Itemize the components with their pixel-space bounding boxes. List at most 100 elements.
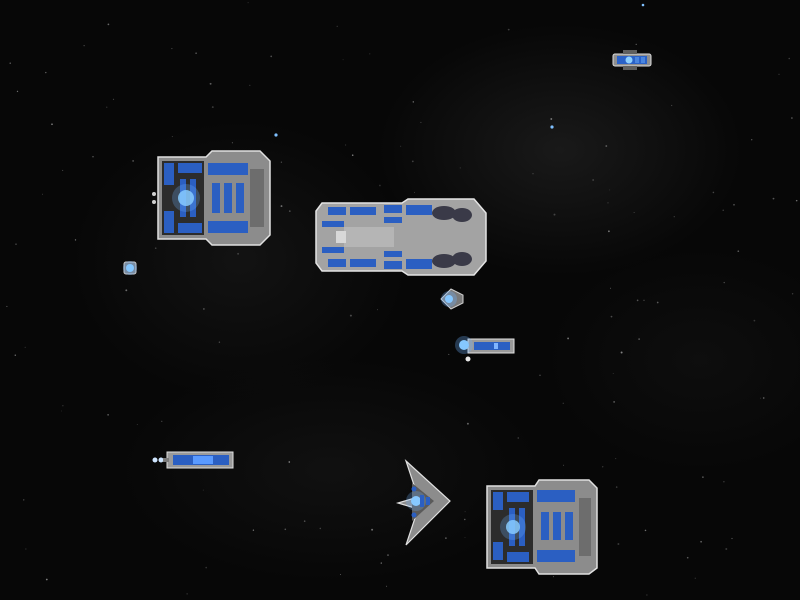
star [464, 537, 466, 539]
star [615, 486, 618, 488]
star [466, 422, 469, 425]
star [371, 528, 374, 531]
star [620, 351, 623, 354]
star [605, 145, 608, 147]
star [252, 529, 255, 531]
star [171, 48, 173, 50]
ship-drone-left[interactable] [120, 259, 140, 277]
ship-fighter-center[interactable] [437, 287, 467, 311]
star [656, 301, 659, 304]
star [517, 437, 519, 439]
ship-frigate-lower-left[interactable] [149, 450, 235, 470]
star [646, 594, 648, 596]
star [610, 315, 613, 318]
star [209, 82, 212, 85]
star [280, 161, 283, 163]
star [638, 338, 640, 340]
star [609, 189, 611, 191]
star [9, 62, 11, 64]
star [563, 464, 565, 466]
star [74, 239, 77, 241]
ship-cruiser-center[interactable] [314, 197, 490, 277]
star [448, 353, 450, 355]
star [270, 55, 273, 58]
star [186, 593, 188, 595]
star [218, 341, 221, 343]
star [16, 90, 19, 93]
fighter-icon [440, 288, 464, 310]
ship-corvette-top-right[interactable] [611, 50, 653, 70]
star [62, 169, 64, 171]
star [788, 57, 790, 60]
star [723, 281, 725, 284]
star [791, 293, 794, 295]
star [386, 585, 388, 587]
star [613, 401, 615, 403]
star [643, 299, 645, 301]
star [203, 308, 205, 310]
star [349, 314, 352, 317]
star [507, 28, 510, 31]
star [731, 537, 733, 540]
ship-station-bottom-right[interactable] [483, 476, 599, 576]
star [772, 197, 775, 200]
star [550, 118, 553, 120]
star [288, 210, 291, 212]
star [14, 354, 17, 357]
star [288, 461, 291, 463]
star [106, 106, 108, 108]
star [205, 566, 207, 569]
star [753, 319, 756, 322]
star [42, 193, 44, 195]
star [532, 173, 534, 175]
star [612, 372, 614, 374]
star [795, 199, 798, 202]
star [380, 562, 382, 564]
ship-station-left[interactable] [148, 149, 272, 247]
star [733, 203, 735, 206]
star [791, 117, 793, 119]
star [132, 160, 134, 162]
ship-frigate-center[interactable] [454, 333, 516, 363]
station-icon [152, 150, 271, 246]
star [377, 309, 379, 311]
star [339, 573, 342, 576]
star [319, 527, 322, 530]
frigate-icon [455, 336, 515, 362]
star [694, 577, 696, 579]
star [303, 520, 306, 522]
star [686, 556, 689, 559]
star [539, 374, 541, 376]
star [45, 71, 47, 74]
blue-star [274, 133, 278, 137]
star [6, 305, 8, 307]
star [459, 167, 461, 169]
star [202, 489, 204, 491]
star [737, 250, 740, 253]
star [412, 101, 415, 103]
star [567, 337, 570, 340]
star [633, 212, 635, 213]
star [615, 458, 617, 460]
star [725, 548, 728, 550]
star [592, 179, 594, 181]
star [379, 184, 381, 187]
star [673, 216, 675, 218]
star [601, 466, 604, 468]
star [607, 202, 609, 204]
star [762, 397, 765, 399]
star [617, 543, 620, 545]
small-ship-icon [612, 50, 652, 70]
star [171, 136, 173, 138]
blue-star [550, 125, 554, 129]
ship-arrowhead-bottom[interactable] [395, 459, 452, 547]
star [51, 123, 53, 126]
star [400, 145, 402, 147]
star [760, 397, 761, 399]
star [161, 420, 163, 422]
drone-icon [123, 261, 137, 275]
star [635, 43, 637, 46]
cruiser-icon [315, 198, 487, 276]
